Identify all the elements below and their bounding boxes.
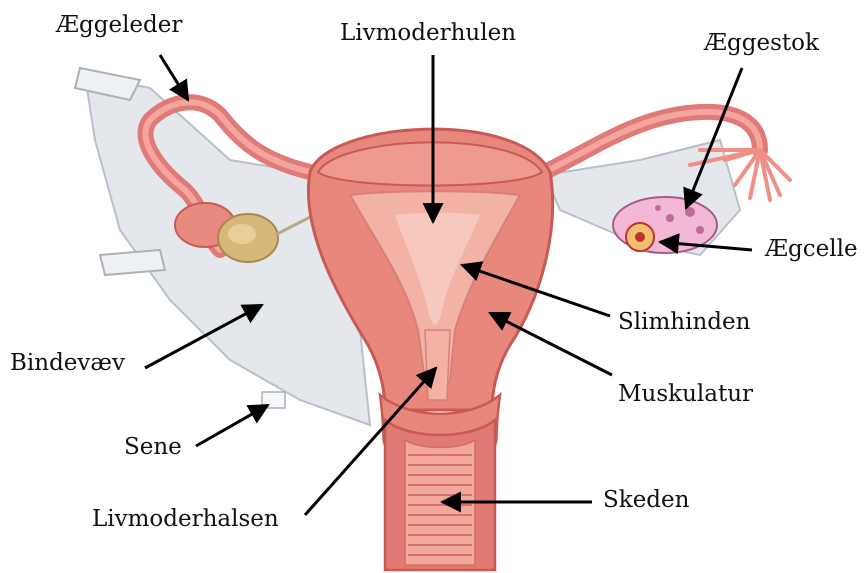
leader-sene [196,405,268,446]
label-sene: Sene [124,436,182,459]
label-aegcelle: Ægcelle [765,238,858,261]
leader-aeggeleder [160,55,188,100]
label-aeggeleder: Æggeleder [56,14,182,37]
label-livmoderhulen: Livmoderhulen [340,22,516,45]
label-livmoderhalsen: Livmoderhalsen [92,508,279,531]
label-skeden: Skeden [603,489,689,512]
label-slimhinden: Slimhinden [618,311,750,334]
label-muskulatur: Muskulatur [618,383,753,406]
label-aeggestok: Æggestok [704,32,819,55]
label-bindevaev: Bindevæv [10,352,125,375]
